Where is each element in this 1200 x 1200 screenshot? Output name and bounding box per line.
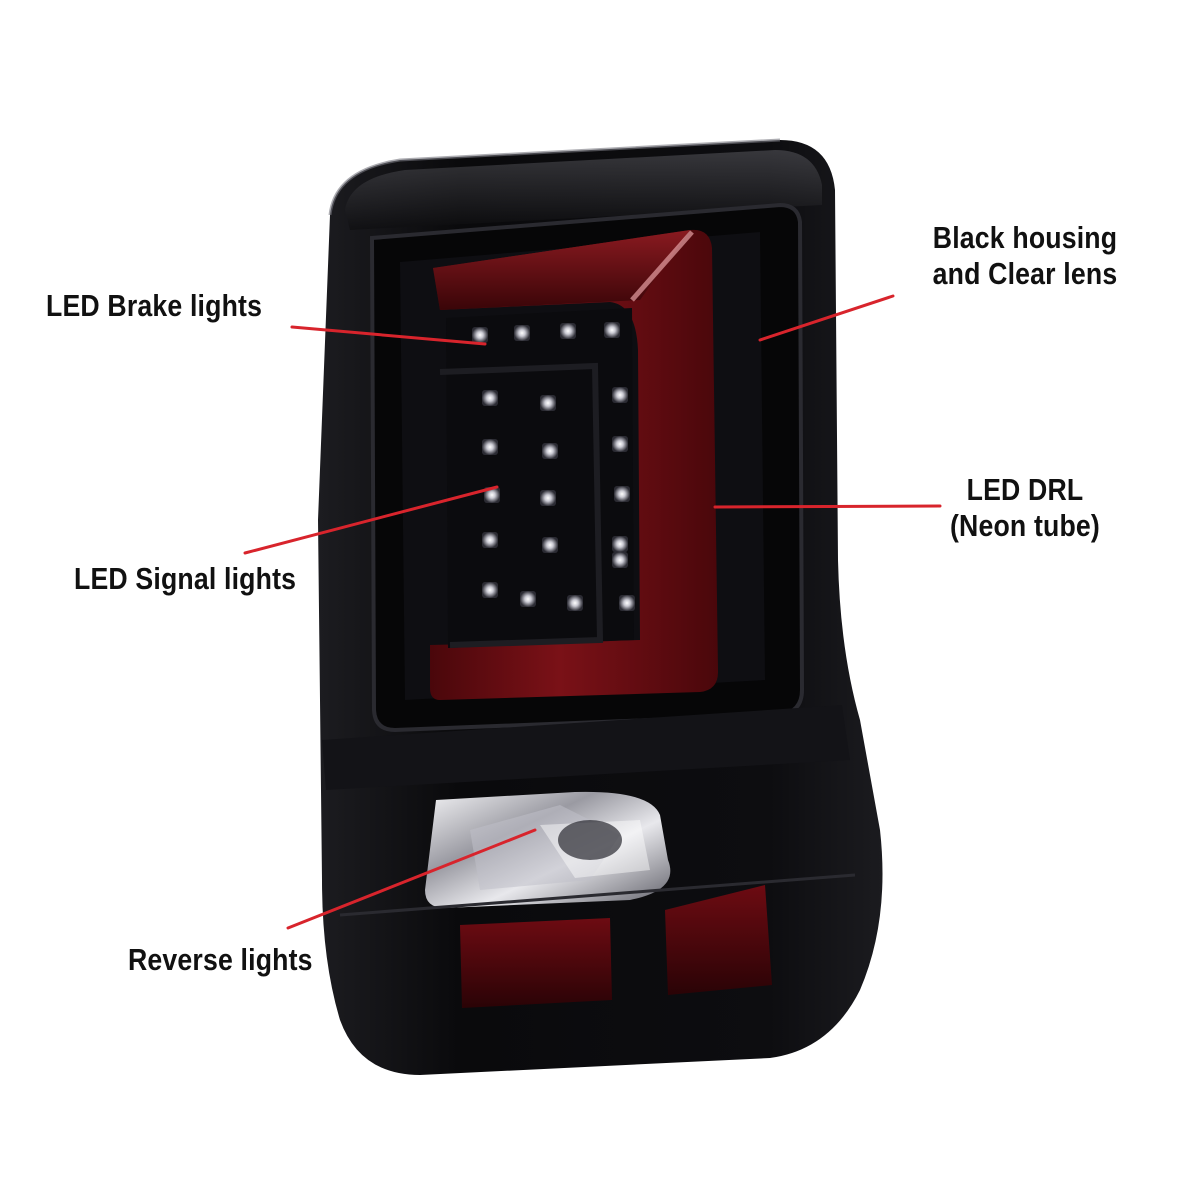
callout-led-brake-lights: LED Brake lights — [46, 288, 263, 323]
neon-tube-highlight — [630, 230, 694, 302]
led-emitter — [482, 439, 498, 455]
led-emitter — [484, 487, 500, 503]
leader-line-brake — [290, 325, 487, 346]
led-emitter — [604, 322, 620, 338]
led-emitter — [540, 395, 556, 411]
led-emitter — [542, 537, 558, 553]
housing-edge-highlight — [328, 138, 781, 216]
callout-reverse-lights: Reverse lights — [128, 942, 313, 977]
led-emitter — [567, 595, 583, 611]
led-emitter — [614, 486, 630, 502]
neon-tube-top-bevel — [433, 230, 690, 310]
reverse-light-bulb — [558, 820, 622, 860]
led-emitter — [482, 532, 498, 548]
leader-line-reverse — [286, 828, 537, 930]
callout-drl-line1: LED DRL — [966, 472, 1084, 507]
led-emitter — [542, 443, 558, 459]
led-emitter — [540, 490, 556, 506]
leader-lines — [243, 294, 942, 930]
leader-line-housing — [758, 294, 895, 342]
led-emitter — [560, 323, 576, 339]
neon-tube-drl — [430, 229, 718, 700]
callout-housing-line2: and Clear lens — [932, 256, 1118, 291]
lower-trim — [339, 873, 856, 917]
callout-drl-line2: (Neon tube) — [950, 508, 1100, 543]
leader-line-signal — [243, 485, 499, 555]
led-emitter — [482, 390, 498, 406]
led-emitter — [619, 595, 635, 611]
led-emitter — [472, 327, 488, 343]
led-array — [472, 322, 635, 611]
leader-line-drl — [713, 504, 942, 509]
led-emitter — [520, 591, 536, 607]
led-module-divider — [439, 362, 604, 648]
led-module — [446, 308, 634, 648]
reflector-right — [665, 885, 772, 995]
led-emitter — [612, 536, 628, 552]
led-emitter — [612, 552, 628, 568]
led-emitter — [482, 582, 498, 598]
lower-lens-band — [322, 705, 850, 790]
callout-led-drl: LED DRL (Neon tube) — [918, 472, 1133, 544]
led-emitter — [612, 436, 628, 452]
callout-led-signal-lights: LED Signal lights — [74, 561, 297, 596]
reflector-left — [460, 918, 612, 1008]
callout-housing-line1: Black housing — [932, 220, 1118, 255]
led-emitter — [514, 325, 530, 341]
led-emitter — [612, 387, 628, 403]
callout-black-housing: Black housing and Clear lens — [918, 220, 1133, 292]
